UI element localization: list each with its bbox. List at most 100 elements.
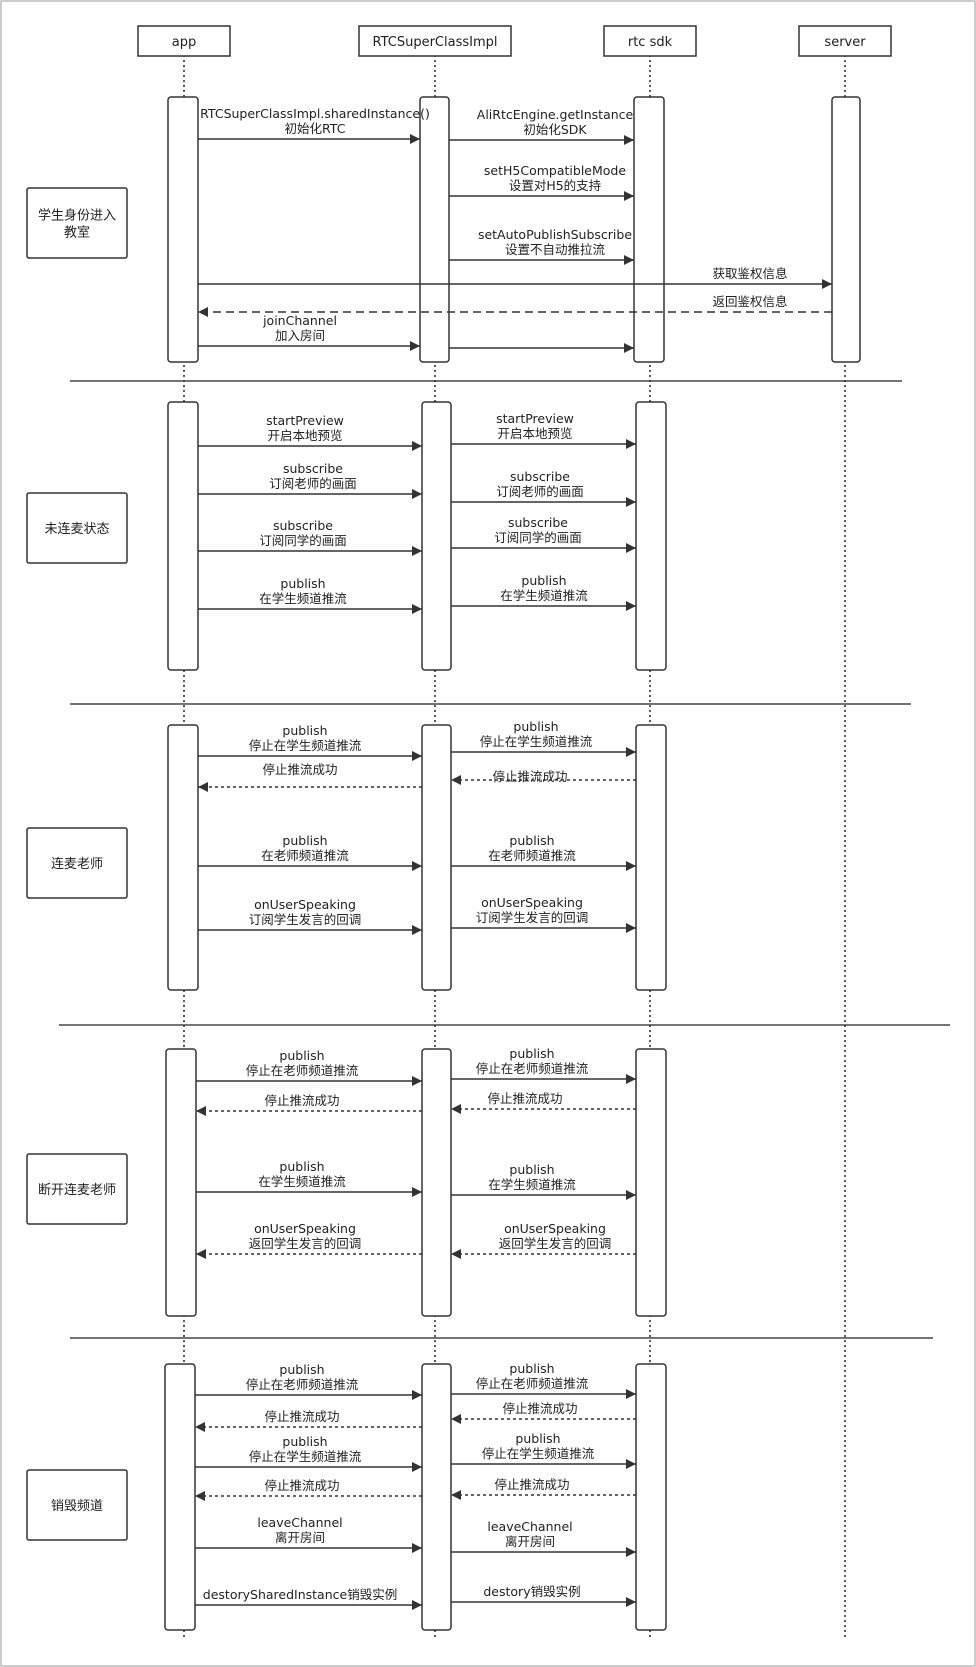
message-label: 初始化RTC	[285, 121, 346, 136]
message-label: publish	[515, 1431, 560, 1446]
message-label: startPreview	[496, 411, 574, 426]
message-label: 停止推流成功	[262, 762, 337, 777]
participant-label-rtc_impl: RTCSuperClassImpl	[373, 35, 498, 50]
participant-box-app	[137, 25, 231, 57]
message-label: onUserSpeaking	[504, 1221, 606, 1236]
message-label: 订阅老师的画面	[496, 484, 584, 499]
messages: RTCSuperClassImpl.sharedInstance()初始化RTC…	[195, 106, 832, 1610]
activation-bar-rtc_sdk	[635, 1048, 667, 1317]
phase-label: 学生身份进入	[38, 208, 116, 224]
message-label: destorySharedInstance销毁实例	[203, 1587, 397, 1602]
message-label: publish	[282, 1434, 327, 1449]
message-label: publish	[509, 1162, 554, 1177]
message-label: setH5CompatibleMode	[484, 163, 626, 178]
message-label: setAutoPublishSubscribe	[478, 227, 632, 242]
message-label: 订阅同学的画面	[494, 530, 582, 545]
participant-label-rtc_sdk: rtc sdk	[628, 35, 673, 50]
participant-headers: app RTCSuperClassImpl rtc sdk server	[137, 25, 892, 57]
message-label: joinChannel	[262, 313, 337, 328]
activation-bar-app	[164, 1363, 196, 1631]
activation-bar-rtc_impl	[421, 724, 452, 991]
phase-label: 未连麦状态	[44, 521, 109, 537]
message-label: publish	[513, 719, 558, 734]
activation-bar-rtc_sdk	[635, 724, 667, 991]
message-label: publish	[282, 723, 327, 738]
message-label: 停止推流成功	[264, 1093, 339, 1108]
activation-bar-server	[831, 96, 861, 363]
activation-bar-rtc_impl	[419, 96, 450, 363]
phase-box	[26, 492, 128, 564]
message-label: RTCSuperClassImpl.sharedInstance()	[200, 106, 430, 121]
message-label: 开启本地预览	[267, 428, 342, 443]
activation-bar-app	[165, 1048, 197, 1317]
message-label: publish	[509, 1361, 554, 1376]
message-label: publish	[279, 1048, 324, 1063]
message-label: 订阅同学的画面	[259, 533, 347, 548]
activation-bars	[164, 96, 861, 1631]
message-label: AliRtcEngine.getInstance	[477, 107, 634, 122]
message-label: subscribe	[508, 515, 568, 530]
phase-box	[26, 827, 128, 899]
activation-bar-rtc_impl	[421, 1048, 452, 1317]
message-label: destory销毁实例	[483, 1584, 580, 1599]
message-label: 停止在老师频道推流	[476, 1061, 589, 1076]
message-label: 在学生频道推流	[259, 591, 347, 606]
message-label: subscribe	[510, 469, 570, 484]
phase-dividers	[59, 380, 950, 1339]
activation-bar-app	[167, 96, 199, 363]
message-label: 返回学生发言的回调	[499, 1236, 612, 1251]
message-label: 停止推流成功	[492, 769, 567, 784]
participant-label-app: app	[172, 35, 196, 50]
message-label: leaveChannel	[257, 1515, 342, 1530]
participant-box-server	[798, 25, 892, 57]
message-label: onUserSpeaking	[254, 897, 356, 912]
phase-box	[26, 1153, 128, 1225]
message-label: subscribe	[273, 518, 333, 533]
message-label: 停止在学生频道推流	[249, 738, 362, 753]
message-label: 设置对H5的支持	[509, 178, 601, 193]
message-label: 设置不自动推拉流	[505, 242, 606, 257]
activation-bar-app	[167, 724, 199, 991]
message-label: 返回鉴权信息	[712, 294, 787, 309]
message-label: 停止推流成功	[264, 1478, 339, 1493]
phase-box	[26, 187, 128, 259]
message-label: 订阅老师的画面	[269, 476, 357, 491]
phase-box	[26, 1469, 128, 1541]
message-label: 在学生频道推流	[488, 1177, 576, 1192]
message-label: publish	[279, 1159, 324, 1174]
message-label: 初始化SDK	[523, 122, 587, 137]
message-label: 停止推流成功	[494, 1477, 569, 1492]
activation-bar-app	[167, 401, 199, 671]
message-label: 停止在老师频道推流	[476, 1376, 589, 1391]
phase-label: 连麦老师	[51, 856, 103, 872]
message-label: 停止在学生频道推流	[249, 1449, 362, 1464]
message-label: 停止推流成功	[502, 1401, 577, 1416]
message-label: 停止在学生频道推流	[482, 1446, 595, 1461]
message-label: publish	[509, 1046, 554, 1061]
message-label: leaveChannel	[487, 1519, 572, 1534]
participant-box-rtc_sdk	[603, 25, 697, 57]
activation-bar-rtc_sdk	[633, 96, 665, 363]
message-label: 开启本地预览	[497, 426, 572, 441]
message-label: 在老师频道推流	[261, 848, 349, 863]
message-label: onUserSpeaking	[481, 895, 583, 910]
participant-label-server: server	[824, 35, 866, 50]
activation-bar-rtc_sdk	[635, 401, 667, 671]
message-label: 返回学生发言的回调	[249, 1236, 362, 1251]
message-label: publish	[279, 1362, 324, 1377]
message-label: 获取鉴权信息	[712, 266, 787, 281]
message-label: subscribe	[283, 461, 343, 476]
message-label: 离开房间	[275, 1530, 325, 1545]
message-label: publish	[282, 833, 327, 848]
message-label: 停止在老师频道推流	[246, 1377, 359, 1392]
message-label: 离开房间	[505, 1534, 555, 1549]
message-label: 在老师频道推流	[488, 848, 576, 863]
phase-label: 断开连麦老师	[38, 1182, 116, 1198]
phase-label: 教室	[64, 225, 90, 241]
activation-bar-rtc_impl	[421, 1363, 452, 1631]
phase-label: 销毁频道	[51, 1499, 103, 1514]
message-label: 停止在学生频道推流	[480, 734, 593, 749]
message-label: publish	[280, 576, 325, 591]
